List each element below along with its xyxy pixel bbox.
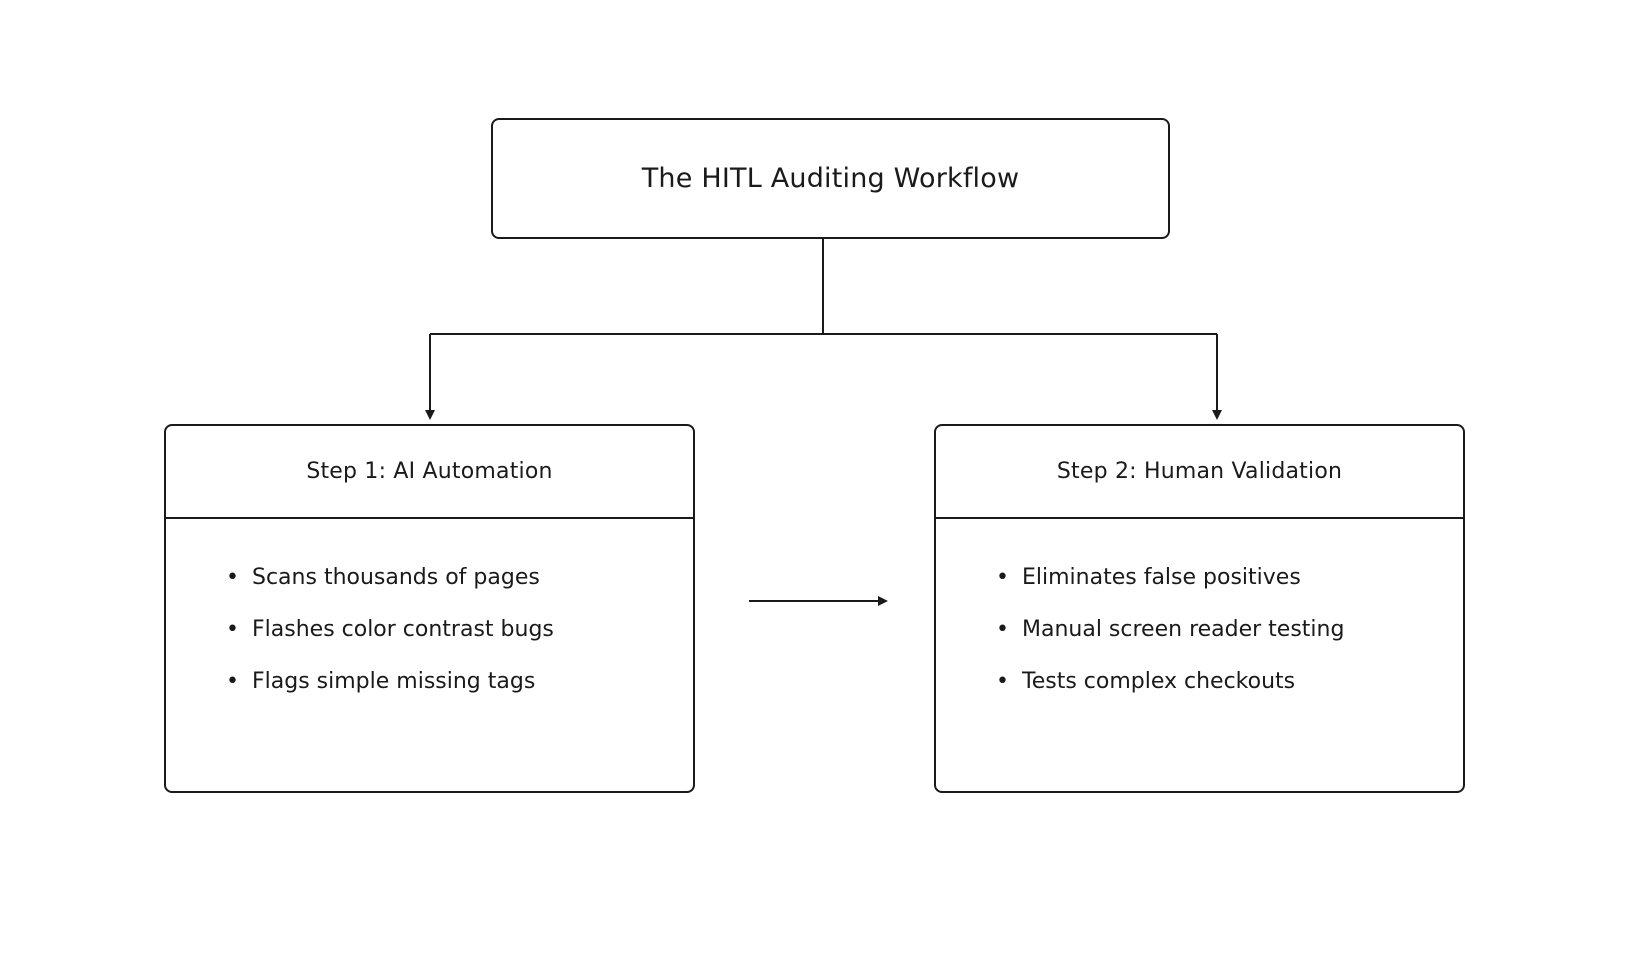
- list-item-text: Tests complex checkouts: [1022, 669, 1296, 694]
- step-1-header: Step 1: AI Automation: [166, 426, 693, 519]
- list-item-text: Scans thousands of pages: [252, 565, 540, 590]
- list-item-text: Flashes color contrast bugs: [252, 617, 554, 642]
- bullet-icon: •: [226, 565, 239, 590]
- step-2-list: • Eliminates false positives • Manual scre…: [936, 519, 1463, 708]
- bullet-icon: •: [996, 565, 1009, 590]
- step-1-title: Step 1: AI Automation: [306, 459, 553, 484]
- workflow-title: The HITL Auditing Workflow: [641, 163, 1020, 194]
- list-item: • Flashes color contrast bugs: [226, 604, 693, 656]
- step-1-list: • Scans thousands of pages • Flashes color…: [166, 519, 693, 708]
- bullet-icon: •: [226, 669, 239, 694]
- list-item-text: Manual screen reader testing: [1022, 617, 1345, 642]
- list-item: • Tests complex checkouts: [996, 656, 1463, 708]
- workflow-title-box: The HITL Auditing Workflow: [491, 118, 1170, 239]
- bullet-icon: •: [226, 617, 239, 642]
- step-2-box: Step 2: Human Validation • Eliminates fal…: [934, 424, 1465, 793]
- bullet-icon: •: [996, 617, 1009, 642]
- list-item: • Eliminates false positives: [996, 552, 1463, 604]
- list-item: • Manual screen reader testing: [996, 604, 1463, 656]
- list-item: • Scans thousands of pages: [226, 552, 693, 604]
- list-item-text: Flags simple missing tags: [252, 669, 536, 694]
- list-item: • Flags simple missing tags: [226, 656, 693, 708]
- step-2-header: Step 2: Human Validation: [936, 426, 1463, 519]
- bullet-icon: •: [996, 669, 1009, 694]
- list-item-text: Eliminates false positives: [1022, 565, 1301, 590]
- step-2-title: Step 2: Human Validation: [1056, 459, 1343, 484]
- step-1-box: Step 1: AI Automation • Scans thousands o…: [164, 424, 695, 793]
